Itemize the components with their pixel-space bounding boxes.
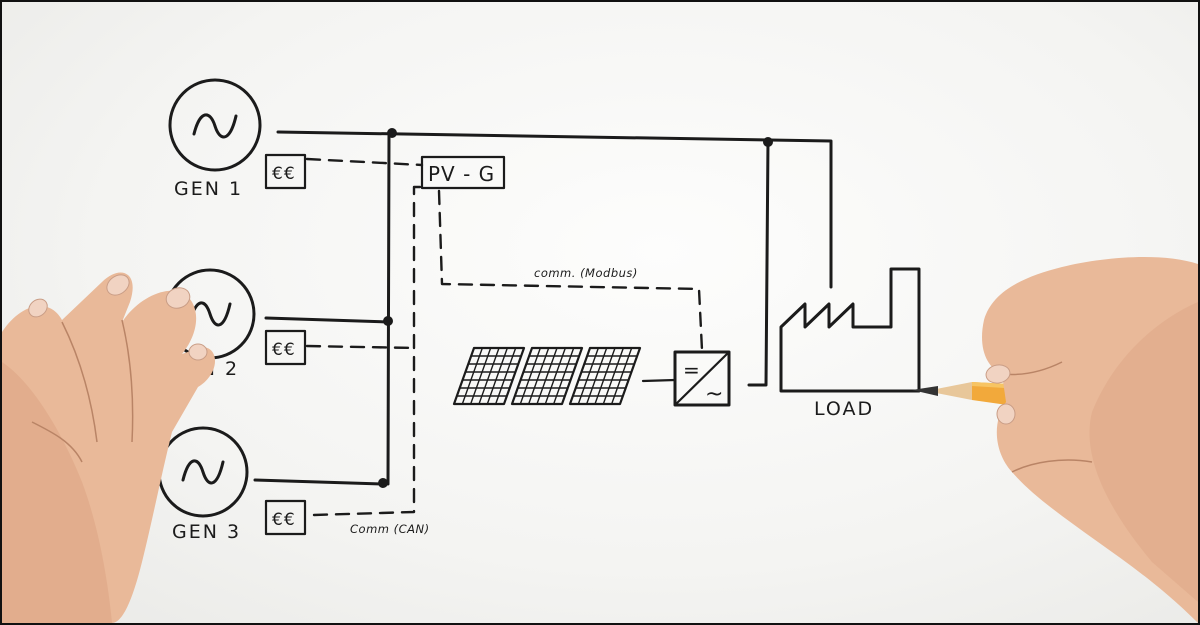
load-label: LOAD <box>814 398 874 420</box>
solar-panel-grid-col <box>602 347 625 405</box>
comm-lines <box>305 157 704 517</box>
gen-2-controller: €€ <box>264 329 307 366</box>
solar-panel-array <box>452 346 642 406</box>
junction-dot <box>763 137 773 147</box>
solar-panel-grid-col <box>594 347 616 405</box>
sine-wave-icon <box>188 301 232 327</box>
solar-panel-grid-col <box>536 347 558 405</box>
inverter-feeder <box>747 138 770 387</box>
ac-symbol-icon: ~ <box>705 382 723 407</box>
inverter: = ~ <box>673 350 731 407</box>
gen-3-controller: €€ <box>264 499 307 536</box>
gen-3-controller-label: €€ <box>272 510 296 530</box>
solar-panel-grid-col <box>519 347 542 405</box>
top-bus-line <box>276 130 833 289</box>
solar-panel <box>452 346 526 406</box>
solar-panel-grid-col <box>552 347 575 405</box>
junction-dot <box>378 478 388 488</box>
controller-box <box>264 499 307 536</box>
comm-line-gen-1 <box>305 157 424 167</box>
gen-3-label: GEN 3 <box>172 521 241 543</box>
generator-3: GEN 3 <box>157 426 249 543</box>
pv-g-label: PV - G <box>428 162 495 186</box>
solar-panel-grid-col <box>544 347 567 405</box>
comm-line-gen-2 <box>305 344 418 350</box>
solar-panel-grid-col <box>461 347 484 405</box>
generator-symbol-1 <box>168 78 262 172</box>
solar-panel-grid-col <box>494 347 517 405</box>
solar-panel-grid-col <box>610 347 633 405</box>
pv-g-controller: PV - G <box>420 155 506 190</box>
load-factory: LOAD <box>779 267 921 420</box>
solar-panel <box>568 346 642 406</box>
comm-modbus-line <box>437 189 704 352</box>
dc-symbol-icon: = <box>683 358 700 382</box>
solar-panel-grid-col <box>478 347 500 405</box>
solar-panel-grid-col <box>585 347 608 405</box>
comm-can-label: Comm (CAN) <box>350 522 430 536</box>
gen-2-controller-label: €€ <box>272 340 296 360</box>
sine-wave-icon <box>192 113 238 139</box>
generator-1: GEN 1 <box>168 78 262 200</box>
sine-wave-icon <box>181 459 225 485</box>
gen-3-feeder <box>253 478 385 486</box>
solar-panel-grid-col <box>527 347 550 405</box>
pv-to-inverter-line <box>641 378 677 383</box>
solar-panel-grid-col <box>486 347 509 405</box>
solar-panel-grid-col <box>469 347 492 405</box>
factory-icon <box>779 267 921 393</box>
controller-box <box>264 329 307 366</box>
pv-g-box <box>420 155 506 190</box>
pencil-lead <box>912 386 938 396</box>
pencil-wood-tip <box>926 382 972 400</box>
right-hand-with-pencil <box>912 256 1198 623</box>
solar-panel-grid-col <box>577 347 600 405</box>
comm-modbus-label: comm. (Modbus) <box>534 266 638 280</box>
gen-1-controller-label: €€ <box>272 164 296 184</box>
junction-dot <box>387 128 397 138</box>
gen-1-controller: €€ <box>264 153 307 190</box>
controller-box <box>264 153 307 190</box>
inverter-box <box>673 350 731 407</box>
comm-can-line <box>312 185 424 517</box>
junction-dot <box>383 316 393 326</box>
left-hand <box>2 272 216 623</box>
solar-panel <box>510 346 584 406</box>
vertical-generator-bus <box>386 131 391 486</box>
inverter-diagonal <box>673 350 731 407</box>
gen-2-feeder <box>264 316 390 324</box>
gen-1-label: GEN 1 <box>174 178 243 200</box>
power-bus <box>253 128 833 488</box>
